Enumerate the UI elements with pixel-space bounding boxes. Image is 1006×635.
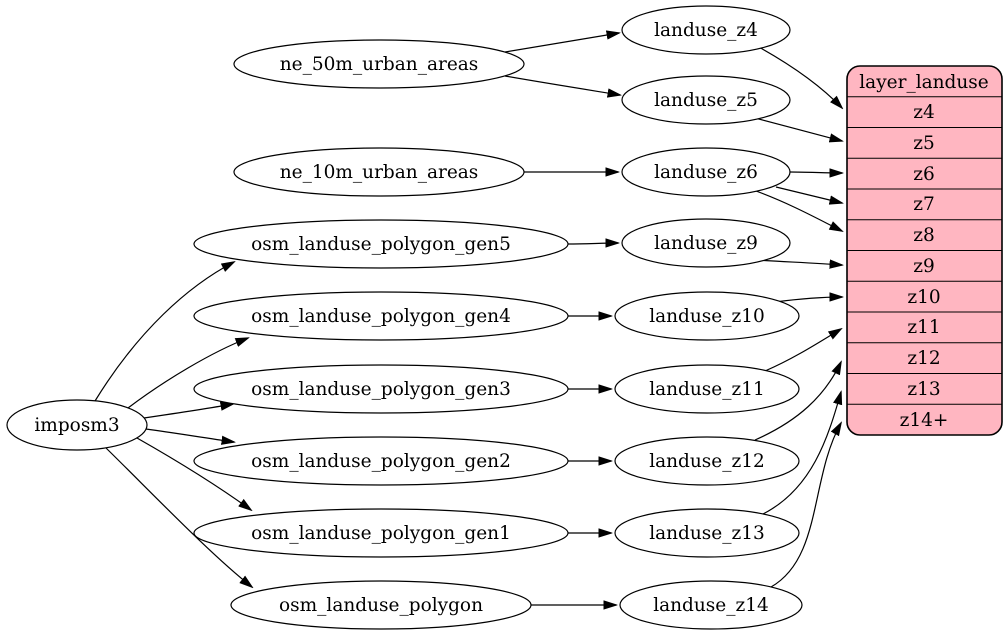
- node-label: imposm3: [34, 415, 119, 436]
- node-osm_landuse_polygon_gen4: osm_landuse_polygon_gen4: [193, 291, 569, 341]
- edge-landuse_z11-to-row-z11: [764, 329, 841, 372]
- layer-landuse-title: layer_landuse: [859, 72, 989, 93]
- node-ellipse: [193, 364, 569, 414]
- node-ellipse: [619, 580, 803, 630]
- layer-landuse-row-z12: z12: [907, 348, 940, 369]
- node-imposm3: imposm3: [6, 399, 148, 451]
- node-ellipse: [621, 218, 791, 268]
- node-osm_landuse_polygon_gen5: osm_landuse_polygon_gen5: [193, 219, 569, 269]
- node-label: ne_50m_urban_areas: [280, 54, 479, 75]
- node-ellipse: [193, 508, 569, 558]
- node-ellipse: [621, 5, 791, 55]
- node-layer_landuse: layer_landuse z4 z5 z6 z7 z8 z9 z10 z11 …: [846, 65, 1003, 436]
- edge-imposm3-to-osm_landuse_polygon_gen1: [136, 437, 251, 510]
- node-ellipse: [614, 364, 800, 414]
- layer-landuse-row-z11: z11: [907, 317, 940, 338]
- node-ellipse: [193, 219, 569, 269]
- edge-imposm3-to-osm_landuse_polygon_gen2: [145, 428, 234, 442]
- node-landuse_z12: landuse_z12: [614, 436, 800, 486]
- node-label: landuse_z11: [649, 379, 765, 400]
- node-ellipse: [193, 291, 569, 341]
- node-osm_landuse_polygon: osm_landuse_polygon: [230, 580, 532, 630]
- layer-landuse-row-z7: z7: [913, 194, 935, 215]
- node-label: osm_landuse_polygon_gen1: [251, 523, 511, 544]
- edge-imposm3-to-osm_landuse_polygon_gen3: [143, 404, 233, 419]
- node-landuse_z4: landuse_z4: [621, 5, 791, 55]
- node-label: landuse_z5: [654, 90, 758, 111]
- edge-landuse_z6-to-row-z7: [775, 186, 842, 203]
- node-label: landuse_z4: [654, 20, 758, 41]
- layer-landuse-row-z14plus: z14+: [900, 410, 949, 431]
- node-label: ne_10m_urban_areas: [280, 162, 479, 183]
- node-landuse_z11: landuse_z11: [614, 364, 800, 414]
- node-label: landuse_z13: [649, 523, 765, 544]
- node-ellipse: [621, 75, 791, 125]
- edge-landuse_z6-to-row-z8: [755, 190, 842, 231]
- edge-osm_landuse_polygon_gen5-to-landuse_z9: [567, 243, 618, 244]
- node-label: landuse_z10: [649, 306, 765, 327]
- node-landuse_z5: landuse_z5: [621, 75, 791, 125]
- edge-landuse_z6-to-row-z6: [789, 172, 842, 173]
- edge-landuse_z14-to-row-z14plus: [770, 423, 841, 588]
- edge-landuse_z9-to-row-z9: [754, 259, 842, 265]
- edge-group: [94, 33, 842, 605]
- edge-ne_50m_urban_areas-to-landuse_z5: [504, 75, 620, 95]
- node-ne_50m_urban_areas: ne_50m_urban_areas: [233, 39, 525, 89]
- node-osm_landuse_polygon_gen3: osm_landuse_polygon_gen3: [193, 364, 569, 414]
- node-ellipse: [193, 436, 569, 486]
- node-landuse_z9: landuse_z9: [621, 218, 791, 268]
- layer-landuse-row-z5: z5: [913, 133, 935, 154]
- node-osm_landuse_polygon_gen1: osm_landuse_polygon_gen1: [193, 508, 569, 558]
- node-label: landuse_z6: [654, 162, 758, 183]
- edge-imposm3-to-osm_landuse_polygon_gen5: [94, 262, 234, 402]
- node-label: osm_landuse_polygon_gen3: [251, 379, 511, 400]
- node-landuse_z13: landuse_z13: [614, 508, 800, 558]
- node-ellipse: [614, 291, 800, 341]
- node-label: landuse_z12: [649, 451, 765, 472]
- edge-landuse_z12-to-row-z12: [754, 362, 841, 441]
- node-ellipse: [230, 580, 532, 630]
- node-landuse_z14: landuse_z14: [619, 580, 803, 630]
- layer-landuse-row-z4: z4: [913, 102, 935, 123]
- node-landuse_z6: landuse_z6: [621, 147, 791, 197]
- layer-landuse-row-z10: z10: [907, 287, 940, 308]
- layer-landuse-row-z8: z8: [913, 225, 935, 246]
- node-osm_landuse_polygon_gen2: osm_landuse_polygon_gen2: [193, 436, 569, 486]
- layer-landuse-row-z9: z9: [913, 256, 935, 277]
- node-ellipse: [614, 508, 800, 558]
- node-label: osm_landuse_polygon_gen2: [251, 451, 511, 472]
- edge-landuse_z10-to-row-z10: [774, 297, 842, 303]
- edge-landuse_z4-to-row-z4: [756, 45, 842, 108]
- node-ellipse: [614, 436, 800, 486]
- node-label: osm_landuse_polygon: [279, 595, 483, 616]
- edge-landuse_z5-to-row-z5: [754, 117, 842, 141]
- edge-imposm3-to-osm_landuse_polygon: [104, 446, 252, 587]
- node-ellipse: [233, 39, 525, 89]
- node-ellipse: [621, 147, 791, 197]
- node-landuse_z10: landuse_z10: [614, 291, 800, 341]
- node-label: osm_landuse_polygon_gen5: [251, 234, 511, 255]
- node-ne_10m_urban_areas: ne_10m_urban_areas: [233, 147, 525, 197]
- layer-landuse-row-separators: [847, 96, 1002, 405]
- edge-ne_50m_urban_areas-to-landuse_z4: [504, 33, 619, 53]
- node-label: landuse_z9: [654, 233, 758, 254]
- node-label: landuse_z14: [653, 595, 769, 616]
- node-ellipse: [6, 399, 148, 451]
- edge-landuse_z13-to-row-z13: [762, 392, 841, 515]
- node-label: osm_landuse_polygon_gen4: [251, 306, 511, 327]
- layer-landuse-row-z13: z13: [907, 379, 940, 400]
- layer-landuse-row-z6: z6: [913, 164, 935, 185]
- node-ellipse: [233, 147, 525, 197]
- edge-imposm3-to-osm_landuse_polygon_gen4: [127, 338, 248, 409]
